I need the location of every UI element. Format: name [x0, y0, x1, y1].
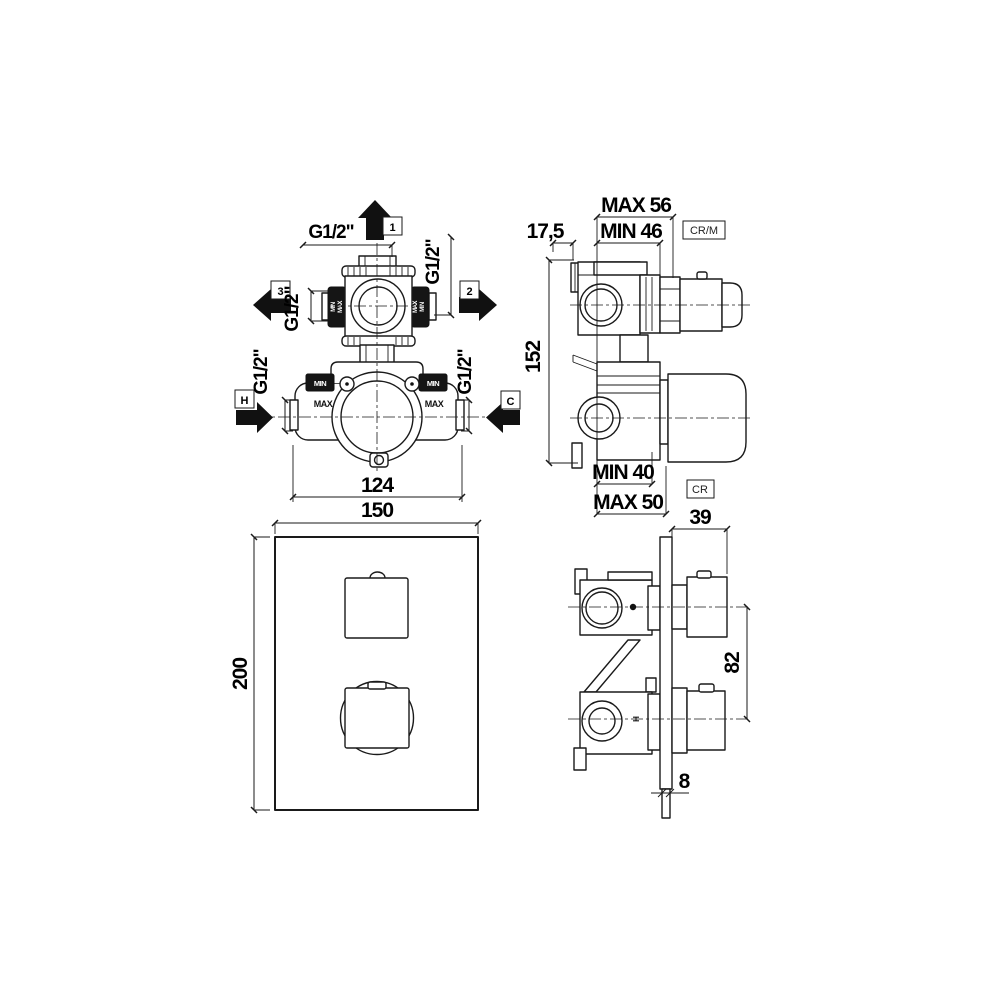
port-marker-dot — [629, 603, 637, 611]
outlet-2-arrow: 2 — [459, 280, 497, 321]
dim-handle-projection: 39 — [668, 506, 731, 574]
dim-upper-min-label: MIN 46 — [600, 220, 662, 243]
rough-body-behind-wall — [573, 568, 661, 771]
dim-plate-height: 200 — [229, 533, 270, 814]
cold-inlet-arrow: C — [486, 390, 521, 433]
outlet-2-label: 2 — [466, 286, 472, 298]
dim-upper-max-label: MAX 56 — [601, 194, 671, 217]
diverter-max-label-right: MAX — [413, 301, 419, 313]
dim-plate-width-label: 150 — [361, 499, 393, 522]
diverter-min-label-left: MIN — [331, 302, 337, 312]
dim-valve-width-label: 124 — [361, 474, 394, 497]
hot-inlet-arrow: H — [234, 389, 273, 433]
thermostatic-valve-side — [571, 354, 747, 469]
hot-side-label: H — [632, 716, 641, 722]
dim-lower-max-label: MAX 50 — [593, 491, 663, 514]
dim-upper-depths: MAX 56 MIN 46 — [593, 194, 677, 278]
dim-plate-width: 150 — [271, 499, 482, 534]
side-trim-view: H 39 82 8 — [568, 506, 751, 819]
outlet-3-marker — [270, 280, 291, 300]
dim-lower-depths: MIN 40 MAX 50 — [592, 452, 670, 518]
diverter-valve-front: MIN MAX MAX MIN — [321, 255, 437, 365]
thermo-min-label-left: MIN — [314, 379, 326, 388]
outlet-1-marker — [382, 216, 403, 236]
cold-inlet-marker — [500, 390, 521, 410]
hot-inlet-marker — [234, 389, 255, 409]
thread-label-upper-right: G1/2" — [423, 239, 444, 284]
diverter-max-label-left: MAX — [338, 301, 344, 313]
front-rough-view: MIN MAX MAX MIN MIN MIN MAX MAX — [234, 200, 521, 502]
dim-top-offset-label: 17,5 — [527, 220, 565, 243]
side-rough-view: MAX 56 MIN 46 17,5 152 MIN 40 MAX 50 CR/… — [522, 194, 753, 518]
outlet-3-label: 3 — [277, 286, 283, 298]
dim-valve-width: 124 — [289, 445, 466, 502]
thread-dimensions: G1/2" G1/2" G1/2" G1/2" G1/2" — [251, 222, 476, 435]
dim-lower-min-label: MIN 40 — [592, 461, 654, 484]
thread-label-lower-right: G1/2" — [455, 349, 476, 394]
front-trim-view: 150 200 — [229, 499, 482, 814]
thermostat-handle-front — [339, 680, 415, 756]
dim-body-height-label: 152 — [522, 341, 545, 373]
trim-plate-side — [659, 536, 673, 819]
dim-handle-centers: 82 — [721, 603, 751, 723]
finish-code-lower-label: CR — [692, 484, 708, 496]
hot-inlet-label: H — [241, 395, 249, 407]
finish-code-lower: CR — [686, 479, 715, 499]
thermostat-handle-side — [671, 683, 726, 754]
dim-top-offset: 17,5 — [527, 220, 577, 260]
dim-handle-centers-label: 82 — [721, 652, 744, 674]
dim-plate-thickness: 8 — [651, 770, 692, 798]
diverter-handle-front — [344, 571, 409, 639]
dim-plate-thickness-label: 8 — [679, 770, 691, 793]
outlet-2-marker — [459, 280, 480, 300]
thermo-max-label-right: MAX — [425, 399, 444, 409]
cold-inlet-label: C — [507, 396, 515, 408]
outlet-1-label: 1 — [389, 222, 395, 234]
thermo-min-label-right: MIN — [427, 379, 439, 388]
outlet-3-arrow: 3 — [253, 280, 291, 321]
thermo-max-label-left: MAX — [314, 399, 333, 409]
finish-code-upper: CR/M — [682, 220, 726, 240]
dim-body-height: 152 — [522, 256, 578, 467]
diverter-min-label-right: MIN — [420, 302, 426, 312]
outlet-1-arrow: 1 — [358, 200, 403, 240]
dim-handle-projection-label: 39 — [689, 506, 711, 529]
finish-code-upper-label: CR/M — [690, 225, 718, 237]
thread-label-top: G1/2" — [308, 222, 353, 243]
thread-label-lower-left: G1/2" — [251, 349, 272, 394]
thread-label-upper-left: G1/2" — [282, 286, 303, 331]
diverter-handle-side — [671, 570, 728, 638]
dim-plate-height-label: 200 — [229, 658, 252, 690]
